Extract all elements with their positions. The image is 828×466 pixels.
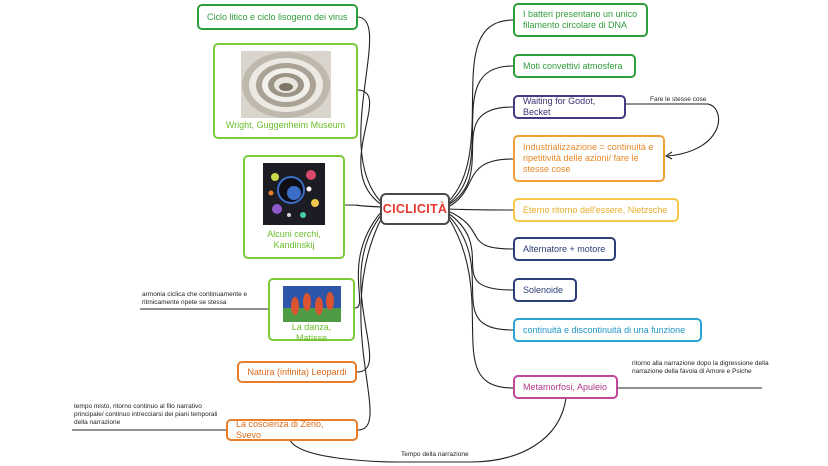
node-funzione[interactable]: continuità e discontinuità di una funzio… xyxy=(513,318,702,342)
node-svevo-label: La coscienza di Zeno, Svevo xyxy=(236,419,324,440)
node-nietzsche-label: Eterno ritorno dell'essere, Nietzsche xyxy=(523,204,668,215)
guggenheim-image xyxy=(240,51,331,118)
node-solenoide-label: Solenoide xyxy=(523,284,564,295)
node-alternatore-label: Alternatore + motore xyxy=(523,243,606,254)
central-topic[interactable]: CICLICITÀ xyxy=(380,193,450,225)
node-matisse[interactable]: La danza, Matisse xyxy=(268,278,355,343)
node-godot[interactable]: Waiting for Godot, Becket xyxy=(513,95,626,119)
node-guggenheim-label: Wright, Guggenheim Museum xyxy=(225,120,346,130)
link-svevo xyxy=(357,216,383,431)
central-topic-label: CICLICITÀ xyxy=(382,202,448,216)
node-industrializzazione[interactable]: Industrializzazione = continuità e ripet… xyxy=(513,135,665,182)
node-leopardi[interactable]: Natura (infinita) Leopardi xyxy=(237,361,357,383)
link-solenoide xyxy=(447,212,514,291)
node-matisse-label: La danza, Matisse xyxy=(291,322,332,343)
link-alternatore xyxy=(447,210,514,250)
link-leopardi xyxy=(356,213,383,373)
node-funzione-label: continuità e discontinuità di una funzio… xyxy=(523,324,686,335)
node-virus[interactable]: Ciclo litico e ciclo lisogeno dei virus xyxy=(197,4,358,30)
node-solenoide[interactable]: Solenoide xyxy=(513,278,577,302)
node-kandinskij[interactable]: Alcuni cerchi, Kandinskij xyxy=(243,155,345,259)
link-apuleio xyxy=(447,216,514,389)
link-matisse xyxy=(354,210,383,309)
link-batteri xyxy=(447,19,514,203)
node-kandinskij-label: Alcuni cerchi, Kandinskij xyxy=(267,229,321,250)
note-tempo[interactable]: Tempo della narrazione xyxy=(401,451,469,458)
matisse-image xyxy=(282,286,341,322)
note-apuleio[interactable]: ritorno alla narrazione dopo la digressi… xyxy=(632,360,769,375)
node-apuleio-label: Metamorfosi, Apuleio xyxy=(523,381,608,392)
link-virus xyxy=(356,16,383,204)
node-moti-label: Moti convettivi atmosfera xyxy=(523,60,623,71)
node-leopardi-label: Natura (infinita) Leopardi xyxy=(247,366,347,377)
link-godot xyxy=(447,106,514,206)
link-industrializzazione xyxy=(447,158,514,208)
node-virus-label: Ciclo litico e ciclo lisogeno dei virus xyxy=(207,11,348,22)
note-line-tempo xyxy=(289,397,567,463)
node-moti[interactable]: Moti convettivi atmosfera xyxy=(513,54,636,78)
note-arrow-head xyxy=(664,151,673,160)
link-nietzsche xyxy=(447,208,514,211)
link-guggenheim xyxy=(356,89,383,206)
note-stesse-cose[interactable]: Fare le stesse cose xyxy=(650,96,707,103)
node-guggenheim[interactable]: Wright, Guggenheim Museum xyxy=(213,43,358,139)
node-apuleio[interactable]: Metamorfosi, Apuleio xyxy=(513,375,618,399)
note-line-godot xyxy=(626,103,720,157)
link-moti xyxy=(447,65,514,205)
node-svevo[interactable]: La coscienza di Zeno, Svevo xyxy=(226,419,358,441)
node-batteri[interactable]: I batteri presentano un unico filamento … xyxy=(513,3,648,37)
note-matisse[interactable]: armonia ciclica che continuamente e ritm… xyxy=(142,291,248,306)
node-nietzsche[interactable]: Eterno ritorno dell'essere, Nietzsche xyxy=(513,198,679,222)
node-godot-label: Waiting for Godot, Becket xyxy=(523,96,596,117)
link-kandinskij xyxy=(344,204,383,208)
node-alternatore[interactable]: Alternatore + motore xyxy=(513,237,616,261)
kandinskij-image xyxy=(263,163,325,225)
link-funzione xyxy=(447,214,514,331)
note-svevo[interactable]: tempo misto, ritorno continuo al filo na… xyxy=(74,403,218,426)
node-industrializzazione-label: Industrializzazione = continuità e ripet… xyxy=(523,142,654,174)
node-batteri-label: I batteri presentano un unico filamento … xyxy=(523,9,638,30)
